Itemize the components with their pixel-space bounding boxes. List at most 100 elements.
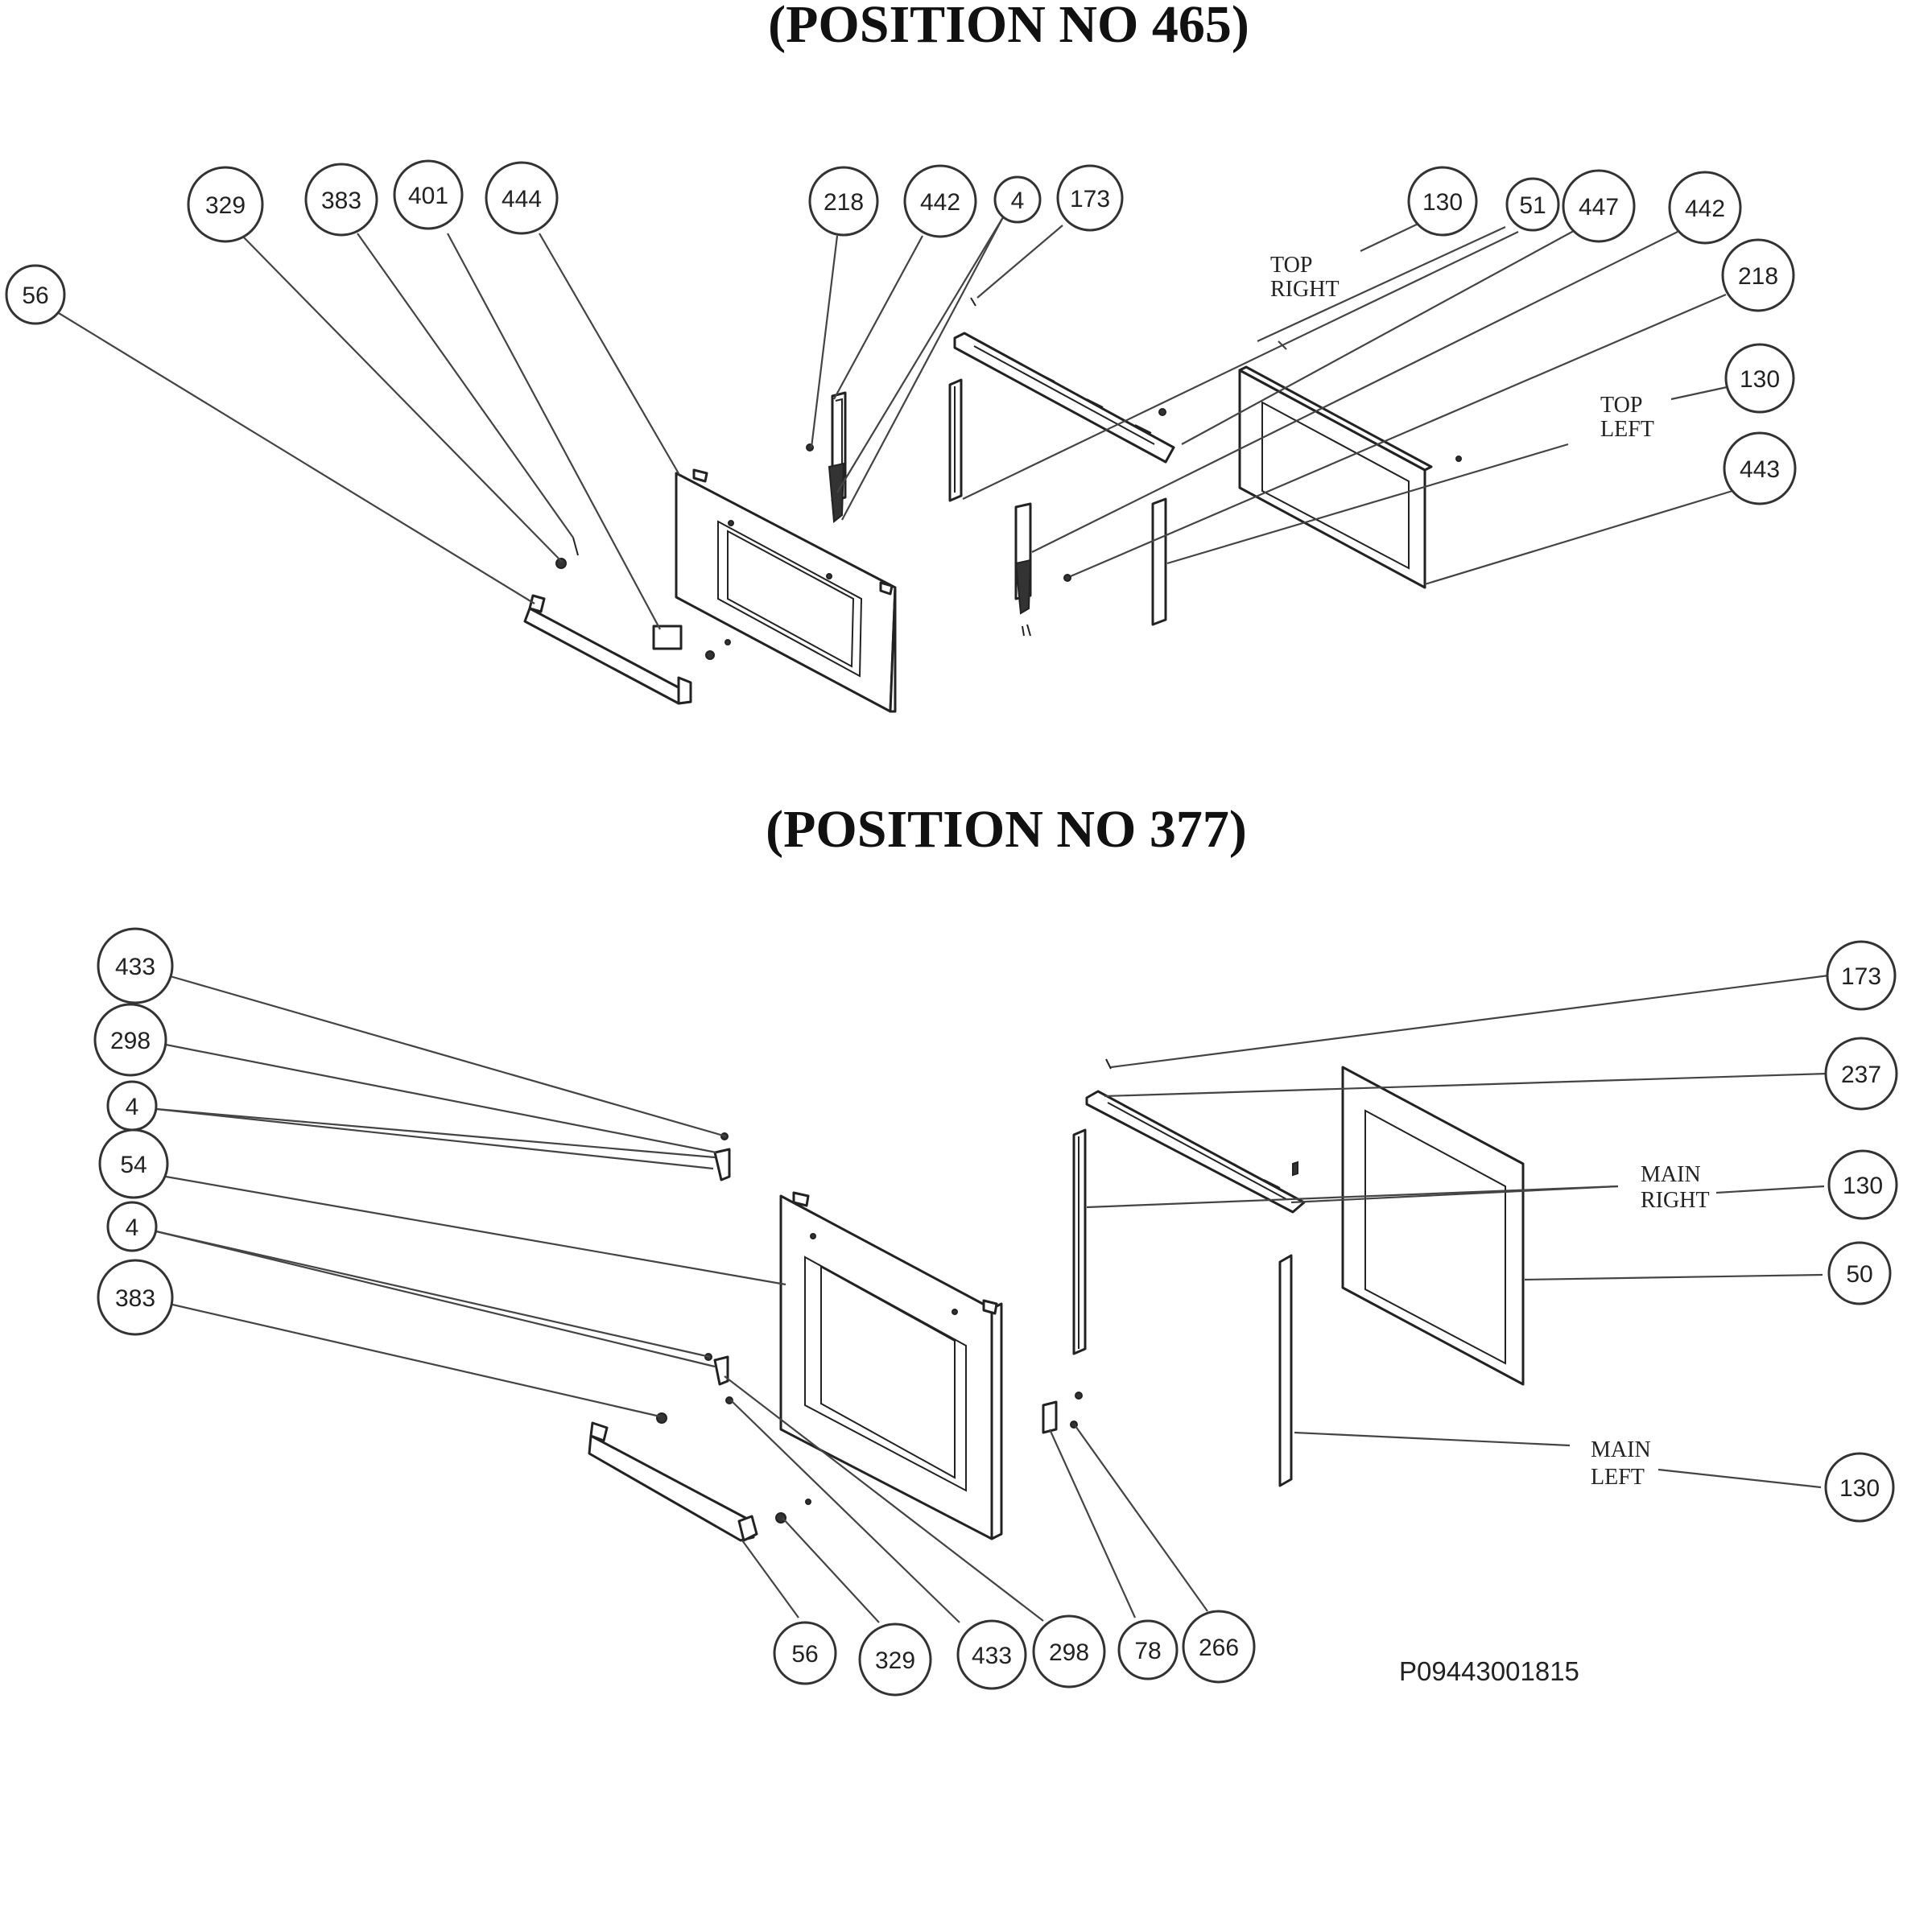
callout-173: 173 <box>1826 940 1897 1011</box>
inner-glass-443 <box>1238 365 1462 589</box>
callout-443: 443 <box>1723 431 1797 505</box>
screw-small <box>805 1499 811 1505</box>
svg-text:442: 442 <box>1685 196 1725 222</box>
callout-173: 173 <box>1056 164 1124 232</box>
callout-51: 51 <box>1505 177 1560 232</box>
svg-text:4: 4 <box>1011 188 1025 214</box>
svg-text:130: 130 <box>1740 366 1780 393</box>
callout-4: 4 <box>106 1201 158 1252</box>
side-label-top-right-line1: TOP <box>1270 253 1312 278</box>
clip-401 <box>652 625 683 650</box>
side-label-top-right-line2: RIGHT <box>1270 277 1340 302</box>
callout-401: 401 <box>393 159 464 230</box>
callout-442: 442 <box>903 164 977 238</box>
callout-130: 130 <box>1407 166 1478 237</box>
svg-text:50: 50 <box>1846 1261 1872 1288</box>
callout-78: 78 <box>1117 1619 1179 1680</box>
callout-218: 218 <box>1721 238 1795 312</box>
top-trim-237 <box>1085 1090 1306 1214</box>
screw-383 <box>656 1412 667 1424</box>
svg-text:218: 218 <box>1738 263 1778 290</box>
screw-383 <box>572 537 579 556</box>
callout-56: 56 <box>5 264 66 325</box>
hinge-78 <box>1042 1400 1058 1434</box>
callout-4: 4 <box>106 1080 158 1132</box>
svg-text:266: 266 <box>1199 1635 1239 1661</box>
side-strip-main-left <box>1278 1254 1293 1487</box>
svg-text:130: 130 <box>1843 1173 1883 1199</box>
hinge-left-442 <box>806 391 847 523</box>
outer-door-panel-54 <box>779 1191 1003 1540</box>
callouts-377: 433 298 4 54 4 383 173 237 130 50 130 56… <box>93 927 1898 1697</box>
svg-text:130: 130 <box>1422 189 1463 216</box>
svg-text:298: 298 <box>1049 1639 1089 1666</box>
side-label-main-right-line2: RIGHT <box>1641 1188 1710 1213</box>
parts-group-377 <box>588 1058 1525 1542</box>
parts-group-465 <box>523 297 1462 713</box>
svg-text:383: 383 <box>321 188 361 214</box>
svg-text:51: 51 <box>1519 192 1546 219</box>
callout-433: 433 <box>97 927 174 1004</box>
top-trim-51 <box>953 332 1175 464</box>
callout-50: 50 <box>1827 1241 1892 1305</box>
callout-298: 298 <box>93 1003 167 1077</box>
callout-433: 433 <box>956 1619 1027 1690</box>
svg-text:444: 444 <box>502 186 542 212</box>
svg-text:4: 4 <box>126 1094 139 1120</box>
section-position-377: (POSITION NO 377) <box>93 800 1898 1697</box>
svg-text:237: 237 <box>1841 1062 1881 1088</box>
svg-text:56: 56 <box>791 1641 818 1668</box>
svg-text:383: 383 <box>115 1285 155 1312</box>
side-labels-465: TOP RIGHT TOP LEFT <box>1270 253 1654 442</box>
svg-text:54: 54 <box>120 1152 147 1178</box>
callout-4: 4 <box>993 175 1042 224</box>
strip-218 <box>1151 497 1167 626</box>
svg-text:329: 329 <box>205 192 246 219</box>
callout-298: 298 <box>1032 1614 1106 1689</box>
callouts-465: 56 329 383 401 444 218 442 4 173 130 51 … <box>5 159 1797 505</box>
door-handle-56 <box>588 1421 758 1542</box>
screw-173 <box>970 297 976 307</box>
reference-code: P09443001815 <box>1399 1656 1579 1686</box>
leader-lines-465 <box>54 216 1733 630</box>
svg-text:433: 433 <box>115 954 155 980</box>
callout-447: 447 <box>1562 169 1636 243</box>
side-trim-447 <box>948 378 963 502</box>
callout-56: 56 <box>773 1621 837 1685</box>
side-label-main-left-line1: MAIN <box>1591 1437 1651 1462</box>
callout-383: 383 <box>97 1259 174 1336</box>
callout-54: 54 <box>98 1128 169 1199</box>
svg-text:173: 173 <box>1070 186 1110 212</box>
callout-218: 218 <box>808 166 879 237</box>
screw-small-2 <box>724 639 731 645</box>
door-handle <box>523 594 692 705</box>
svg-text:130: 130 <box>1839 1475 1880 1502</box>
callout-130: 130 <box>1724 343 1795 414</box>
screw-small <box>705 650 715 660</box>
svg-text:218: 218 <box>824 189 864 216</box>
leader-lines-377 <box>155 974 1830 1623</box>
callout-266: 266 <box>1182 1610 1256 1684</box>
section-position-465: (POSITION NO 465) <box>5 0 1797 713</box>
svg-text:329: 329 <box>875 1647 915 1674</box>
screw-173 <box>1105 1058 1112 1070</box>
side-labels-377: MAIN RIGHT MAIN LEFT <box>1591 1162 1710 1490</box>
callout-130: 130 <box>1824 1452 1895 1523</box>
svg-text:173: 173 <box>1841 963 1881 990</box>
svg-text:298: 298 <box>110 1028 151 1054</box>
svg-text:442: 442 <box>920 189 960 216</box>
side-label-top-left-line2: LEFT <box>1600 417 1654 442</box>
svg-text:433: 433 <box>972 1643 1012 1669</box>
screw-329 <box>775 1512 786 1524</box>
svg-text:443: 443 <box>1740 456 1780 483</box>
callout-442: 442 <box>1668 171 1742 245</box>
screw-329 <box>555 558 567 569</box>
callout-444: 444 <box>485 161 559 235</box>
side-label-main-left-line2: LEFT <box>1591 1465 1645 1490</box>
callout-329: 329 <box>858 1623 932 1697</box>
svg-text:56: 56 <box>22 282 48 309</box>
bracket-298-lower <box>713 1355 729 1386</box>
side-label-main-right-line1: MAIN <box>1641 1162 1701 1187</box>
svg-text:4: 4 <box>126 1214 139 1241</box>
